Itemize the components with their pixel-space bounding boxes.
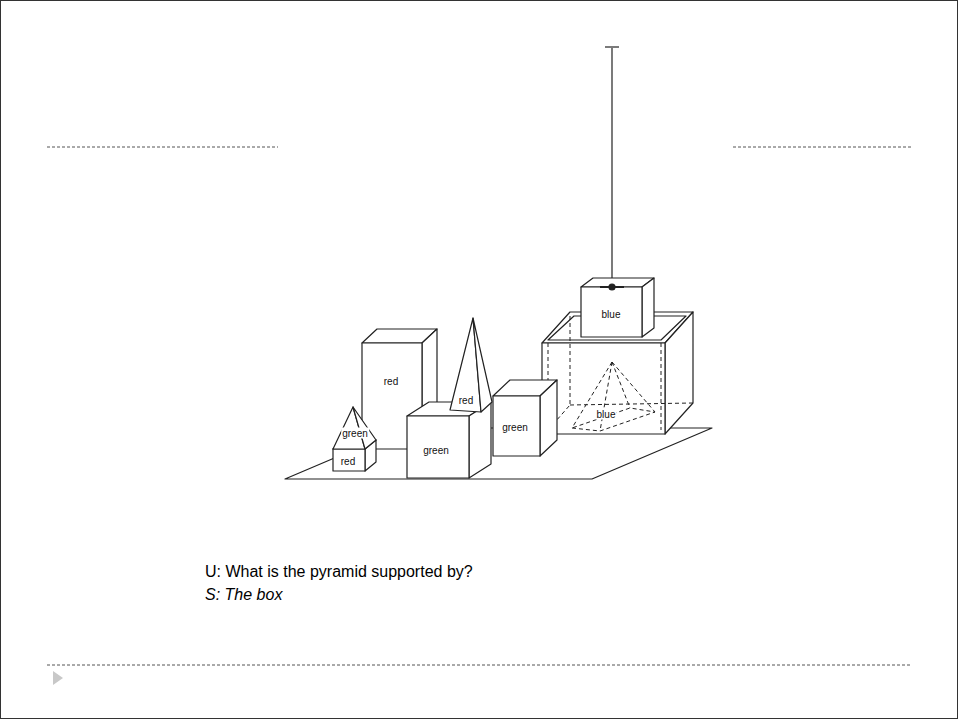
block-label: green xyxy=(501,422,529,433)
block-label: green xyxy=(422,445,450,456)
green-pyramid xyxy=(333,407,376,449)
block-label: blue xyxy=(596,409,617,420)
system-reply: S: The box xyxy=(205,585,282,604)
divider-lines xyxy=(47,147,912,665)
crane-top xyxy=(605,46,619,47)
blue-block xyxy=(581,278,654,337)
block-label: red xyxy=(458,395,474,406)
block-label: green xyxy=(341,428,369,439)
green-cube-front xyxy=(407,402,491,478)
play-marker xyxy=(53,671,63,685)
green-cube-right xyxy=(493,380,557,456)
user-utterance: U: What is the pyramid supported by? xyxy=(205,562,473,581)
block-label: red xyxy=(383,376,399,387)
crane-wire xyxy=(611,48,612,283)
block-label: red xyxy=(340,456,356,467)
block-label: blue xyxy=(601,309,622,320)
hidden-pyramid xyxy=(572,362,655,431)
red-pyramid xyxy=(450,318,492,412)
